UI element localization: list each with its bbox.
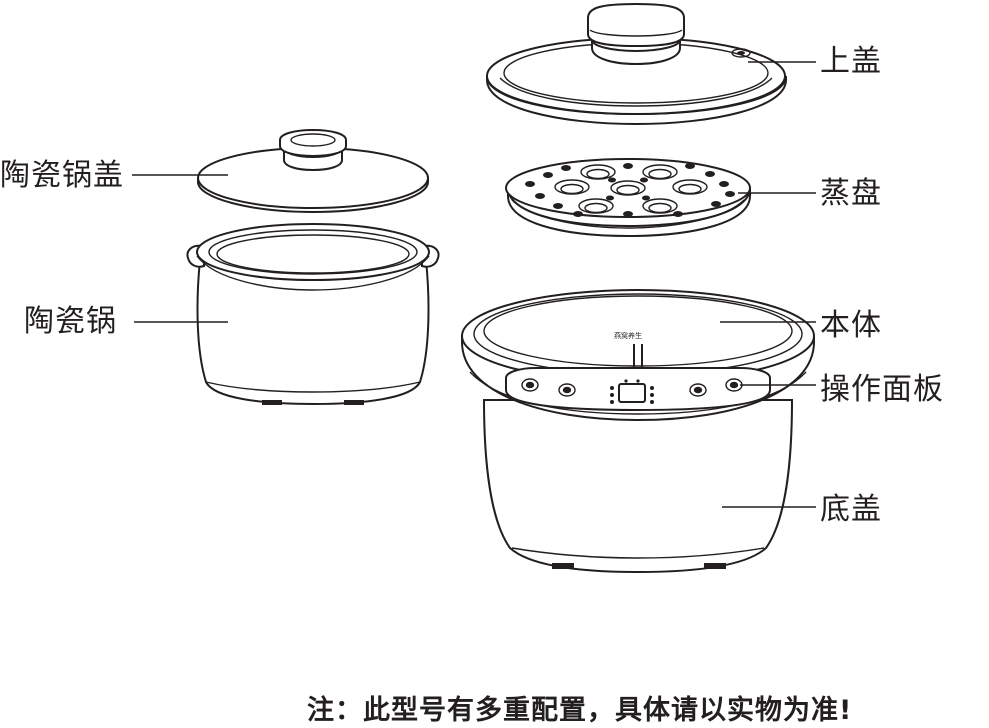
main-body-drawing: 燕窝养生	[461, 289, 815, 574]
ceramic-lid-drawing	[197, 128, 429, 214]
leader-lines	[132, 61, 816, 508]
label-ceramic-pot: 陶瓷锅	[24, 304, 117, 339]
label-body: 本体	[820, 308, 882, 343]
label-steam-tray: 蒸盘	[820, 176, 882, 211]
footnote: 注：此型号有多重配置，具体请以实物为准!	[307, 695, 853, 726]
svg-text:燕窝养生: 燕窝养生	[614, 331, 642, 340]
top-lid-drawing	[486, 2, 787, 126]
label-ceramic-lid: 陶瓷锅盖	[0, 158, 124, 193]
label-top-lid: 上盖	[820, 44, 882, 79]
label-control-panel: 操作面板	[820, 372, 944, 407]
label-base-cover: 底盖	[820, 492, 882, 527]
steam-tray-drawing	[505, 158, 751, 238]
ceramic-pot-drawing	[186, 223, 440, 406]
